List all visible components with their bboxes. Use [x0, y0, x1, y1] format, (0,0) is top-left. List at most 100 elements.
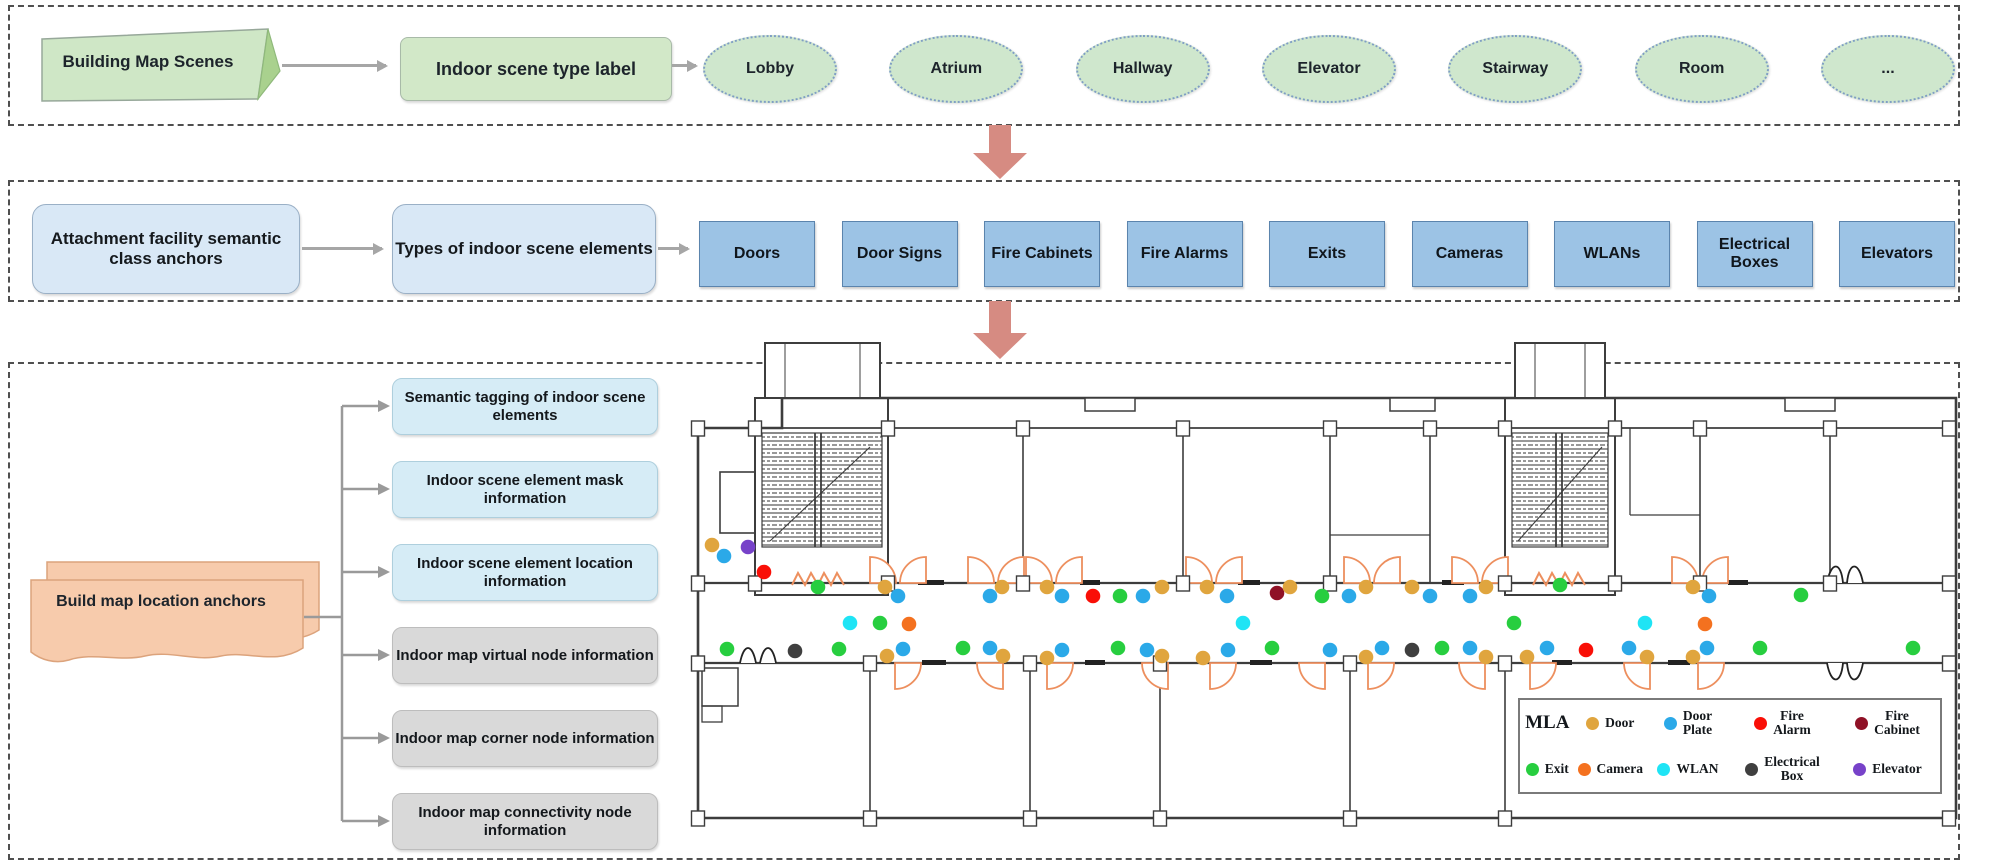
wlan-marker-dot [842, 615, 858, 631]
door-marker-dot [1519, 649, 1535, 665]
door-marker-dot [994, 579, 1010, 595]
door_plate-marker-dot [1054, 642, 1070, 658]
element-type-box-fire-alarms: Fire Alarms [1126, 221, 1243, 287]
section-building-map-scenes: Building Map Scenes Indoor scene type la… [8, 5, 1960, 126]
legend-label-exit: Exit [1544, 761, 1569, 777]
door_plate-marker-dot [1539, 640, 1555, 656]
door-marker-dot [1685, 579, 1701, 595]
door-swing-arc [967, 556, 1025, 584]
door-swing-arc [1451, 556, 1509, 584]
legend-label-door: Door [1605, 715, 1635, 731]
door-swing-arc [1298, 662, 1326, 690]
door-marker-dot [877, 579, 893, 595]
door_plate-marker-dot [1462, 640, 1478, 656]
attachment-facility-anchors-box: Attachment facility semantic class ancho… [32, 204, 300, 294]
info-box-indoor-scene-element-mask: Indoor scene element mask information [392, 461, 658, 518]
electrical_box-marker-dot [1404, 642, 1420, 658]
scene-type-ellipse-lobby: Lobby [703, 35, 837, 103]
scene-type-ellipse-stairway: Stairway [1448, 35, 1583, 103]
wall-column [1941, 810, 1957, 827]
info-box-indoor-map-connectivity-node: Indoor map connectivity node information [392, 793, 658, 850]
door-swing-arc [1209, 662, 1237, 690]
door_plate-marker-dot [1135, 588, 1151, 604]
arrow-anchors-to-types [302, 242, 384, 255]
wall-column [862, 655, 878, 672]
exit-marker-dot [1752, 640, 1768, 656]
exit-marker-dot [1905, 640, 1921, 656]
wall-column [1497, 655, 1513, 672]
door-marker-dot [879, 648, 895, 664]
scene-type-ellipse-hallway: Hallway [1075, 35, 1210, 103]
door_plate-marker-dot [1220, 642, 1236, 658]
legend-item-elevator: Elevator [1835, 746, 1940, 792]
branch-connector [304, 400, 390, 827]
exit-marker-dot [872, 615, 888, 631]
wall-column [1175, 420, 1191, 437]
types-of-elements-box: Types of indoor scene elements [392, 204, 656, 294]
door_plate-marker-dot [1621, 640, 1637, 656]
wall-column [1607, 575, 1623, 592]
wall-column [1322, 575, 1338, 592]
door-marker-dot [1404, 579, 1420, 595]
door-marker-dot [1478, 649, 1494, 665]
wall-column [1322, 420, 1338, 437]
build-map-location-anchors-doc [30, 561, 320, 663]
wall-column [1941, 575, 1957, 592]
door-swing-arc [1623, 662, 1651, 690]
exit-marker-dot [831, 641, 847, 657]
wall-column [1497, 420, 1513, 437]
legend-label-camera: Camera [1596, 761, 1644, 777]
door-swing-arc [1185, 556, 1243, 584]
door_plate-marker-dot [1322, 642, 1338, 658]
door_plate-marker-dot [982, 588, 998, 604]
door_plate-marker-dot [895, 641, 911, 657]
door-marker-dot [1154, 648, 1170, 664]
scene-type-ellipse-dots: ... [1820, 35, 1955, 103]
exit-marker-dot [1264, 640, 1280, 656]
scene-type-ellipse-room: Room [1634, 35, 1769, 103]
plan-columns [690, 420, 1957, 827]
camera-marker-dot [901, 616, 917, 632]
wall-column [1497, 810, 1513, 827]
wall-column [1022, 810, 1038, 827]
wall-column [690, 575, 706, 592]
door-marker-dot [1639, 649, 1655, 665]
door-marker-dot [1478, 579, 1494, 595]
exit-marker-dot [1793, 587, 1809, 603]
door-swing-arc [1529, 662, 1557, 690]
wall-column [690, 810, 706, 827]
legend-item-fire_alarm: Fire Alarm [1730, 700, 1835, 746]
wall-column [747, 420, 763, 437]
door_plate-marker-dot [1341, 588, 1357, 604]
camera-marker-dot [1697, 616, 1713, 632]
door-marker-dot [1685, 649, 1701, 665]
exit-marker-dot [1506, 615, 1522, 631]
element-type-box-electrical-boxes: Electrical Boxes [1696, 221, 1813, 287]
element-type-box-doors: Doors [699, 221, 815, 287]
wall-column [690, 420, 706, 437]
indoor-scene-type-label-box: Indoor scene type label [400, 37, 672, 101]
door-swing-arc [1458, 662, 1486, 690]
element-type-box-elevators: Elevators [1839, 221, 1955, 287]
wall-column [862, 810, 878, 827]
build-map-location-anchors-label: Build map location anchors [56, 593, 266, 610]
flow-arrow-down-1 [973, 125, 1027, 179]
door-swing-arc [894, 662, 922, 690]
door_plate-marker-dot [1462, 588, 1478, 604]
building-map-scenes-flag [41, 28, 281, 102]
legend-label-fire_cabinet: Fire Cabinet [1874, 708, 1920, 737]
door_plate-legend-dot-icon [1663, 716, 1677, 730]
building-map-scenes-label: Building Map Scenes [62, 52, 234, 71]
legend-title-cell: MLA [1520, 700, 1575, 746]
elevator-marker-dot [740, 539, 756, 555]
exit-marker-dot [1552, 577, 1568, 593]
wlan-marker-dot [1235, 615, 1251, 631]
exit-marker-dot [1112, 588, 1128, 604]
wlan-legend-dot-icon [1657, 762, 1671, 776]
exit-marker-dot [719, 641, 735, 657]
door-marker-dot [1358, 649, 1374, 665]
door_plate-marker-dot [1374, 640, 1390, 656]
door-legend-dot-icon [1586, 716, 1600, 730]
